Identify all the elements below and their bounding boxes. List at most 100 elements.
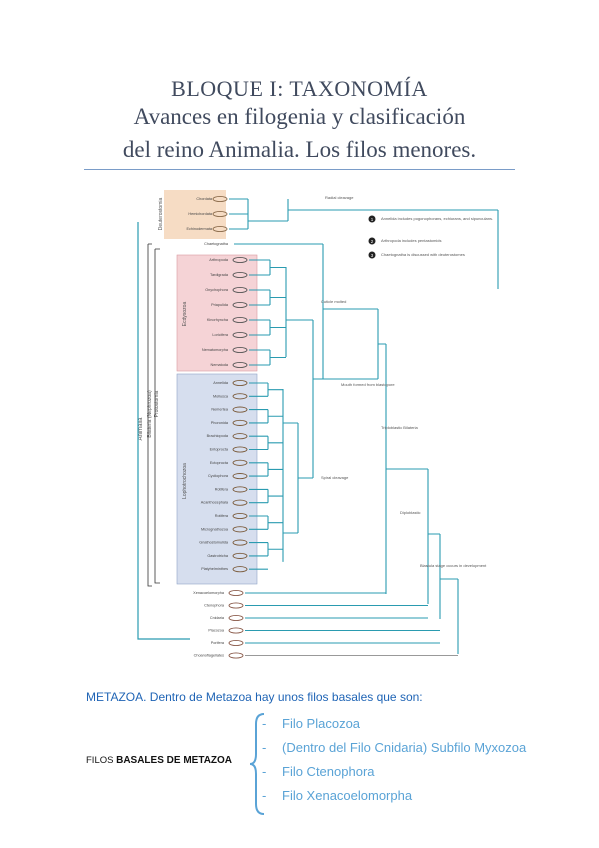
protostomia-label: Protostomia: [154, 390, 160, 417]
tree-branch: [322, 244, 378, 379]
taxon-label: Priapulida: [211, 303, 229, 307]
tree-branch: [312, 365, 378, 478]
phylogeny-figure: Deuterostomia Ecdysozoa Lophotrochozoa P…: [128, 189, 506, 663]
tree-branch: [267, 489, 283, 503]
tree-branch: [247, 199, 288, 229]
metazoa-line: METAZOA. Dentro de Metazoa hay unos filo…: [86, 690, 423, 704]
taxon-label: Platyhelminthes: [201, 567, 228, 571]
taxon-label: Entoprocta: [210, 448, 229, 452]
organism-icon: [232, 346, 248, 354]
organism-icon: [228, 639, 244, 647]
taxon-label: Ctenophora: [204, 604, 225, 608]
tree-branch: [267, 542, 283, 556]
metazoa-prefix: METAZOA.: [86, 690, 147, 704]
tree-branch: [285, 267, 313, 357]
organism-icon: [232, 539, 248, 546]
lophotrochozoa-box: [176, 373, 258, 585]
list-item: -Filo Ctenophora: [262, 764, 375, 779]
taxon-label: Placozoa: [208, 629, 225, 633]
taxon-label: Arthropoda: [209, 258, 229, 262]
taxon-label: Gastrotricha: [207, 554, 229, 558]
taxon-label: Loricifera: [212, 333, 229, 337]
bilateria-label: Bilateria (Nephrozoa): [147, 390, 153, 438]
organism-icon: [232, 526, 248, 533]
tree-branch: [267, 409, 283, 423]
taxon-label: Cnidaria: [210, 616, 225, 620]
taxon-label: Chaetognatha: [204, 242, 229, 246]
organism-icon: [232, 301, 248, 309]
organism-icon: [228, 652, 244, 659]
organism-icon: [212, 210, 228, 218]
organism-icon: [232, 446, 248, 453]
organism-icon: [232, 552, 248, 559]
note-3: Chaetognatha is discussed with deuterost…: [381, 252, 465, 257]
taxon-label: Echinodermata: [186, 227, 212, 231]
organism-icon: [228, 614, 244, 622]
ecdysozoa-box: [176, 254, 258, 372]
node-label-radial: Radial cleavage: [325, 195, 354, 200]
title-divider: [84, 169, 515, 170]
filos-basales-label: FILOS BASALES DE METAZOA: [86, 755, 232, 766]
taxon-label: Acanthocephala: [201, 501, 229, 505]
taxon-label: Porifera: [211, 641, 225, 645]
animalia-line: [137, 222, 190, 640]
node-label-diploblastic: Diploblastic: [400, 510, 420, 515]
tree-branch: [267, 436, 283, 450]
organism-icon: [232, 459, 248, 466]
organism-icon: [212, 195, 228, 203]
node-label-triploblastic: Triploblastic Bilateria: [381, 425, 419, 430]
tree-branch: [385, 344, 428, 594]
taxa-labels: ChordataHemichordataEchinodermataChaetog…: [186, 195, 248, 659]
taxon-label: Xenacoelomorpha: [193, 591, 225, 595]
tree-branch: [267, 516, 283, 530]
svg-text:2: 2: [371, 239, 374, 244]
taxon-label: Annelida: [213, 381, 229, 385]
note-1: Annelida includes pogonophorans, echiura…: [381, 216, 493, 221]
tree-branch: [283, 422, 313, 534]
taxon-label: Rotifera: [215, 514, 229, 518]
taxon-label: Kinorhyncha: [207, 318, 229, 322]
organism-icon: [232, 486, 248, 493]
taxon-label: Nemertea: [211, 408, 229, 412]
taxon-label: Micrognathozoa: [201, 527, 229, 531]
svg-text:1: 1: [371, 217, 374, 222]
organism-icon: [228, 602, 244, 609]
list-item: -(Dentro del Filo Cnidaria) Subfilo Myxo…: [262, 740, 527, 755]
tree-branch: [287, 199, 498, 221]
organism-icon: [228, 627, 244, 634]
taxon-label: Nematomorpha: [202, 348, 229, 352]
organism-icon: [232, 286, 248, 294]
organism-icon: [232, 566, 248, 573]
title-line-1: BLOQUE I: TAXONOMÍA: [171, 76, 428, 101]
taxon-label: Tardigrada: [210, 273, 229, 277]
taxon-label: Gnathostomulida: [199, 541, 229, 545]
tree-branch: [269, 350, 286, 365]
taxon-label: Cycliophora: [208, 474, 229, 478]
lophotrochozoa-label: Lophotrochozoa: [182, 463, 188, 499]
organism-icon: [232, 433, 248, 440]
tree-branch: [267, 383, 283, 397]
taxon-label: Phoronida: [211, 421, 229, 425]
list-item: -Filo Xenacoelomorpha: [262, 788, 413, 803]
curly-brace-icon: [249, 713, 265, 815]
title-line-2: Avances en filogenia y clasificación: [133, 104, 466, 129]
organism-icon: [232, 419, 248, 426]
organism-icon: [232, 512, 248, 520]
animalia-label: Animalia: [138, 417, 144, 441]
organism-icon: [232, 499, 248, 506]
organism-icon: [228, 589, 244, 597]
list-item: -Filo Placozoa: [262, 716, 361, 731]
organism-icon: [232, 393, 248, 400]
organism-icon: [232, 331, 248, 339]
tree-branch: [269, 260, 286, 275]
ecdysozoa-label: Ecdysozoa: [182, 302, 188, 327]
tree-branch: [377, 309, 386, 379]
tree-branch: [269, 290, 286, 305]
taxon-label: Mollusca: [213, 394, 229, 398]
node-label-cuticle: Cuticle molted: [321, 299, 346, 304]
figure-notes: 1 Annelida includes pogonophorans, echiu…: [368, 215, 493, 259]
node-label-spiral: Spiral cleavage: [321, 475, 349, 480]
organism-icon: [232, 361, 248, 369]
taxon-label: Nematoda: [210, 363, 228, 367]
taxon-label: Ectoprocta: [210, 461, 229, 465]
